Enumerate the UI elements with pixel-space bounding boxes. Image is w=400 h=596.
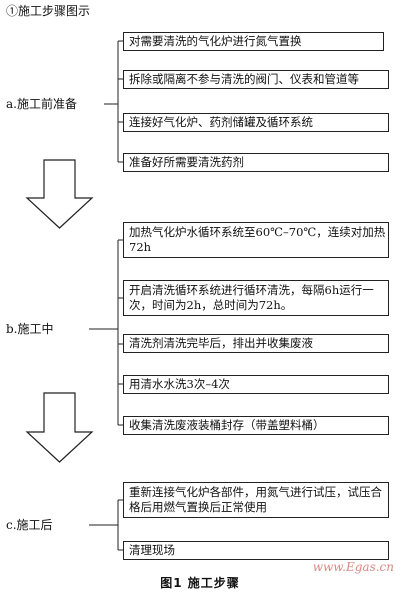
step-text: 对需要清洗的气化炉进行氮气置换 [129, 34, 302, 48]
step-text: 重新连接气化炉各部件，用氮气进行试压，试压合格后用燃气置换后正常使用 [129, 485, 382, 514]
step-text: 清洗剂清洗完毕后，排出并收集废液 [129, 336, 313, 350]
step-box: 拆除或隔离不参与清洗的阀门、仪表和管道等 [123, 70, 389, 89]
step-box: 开启清洗循环系统进行循环清洗，每隔6h运行一次，时间为2h，总时间为72h。 [123, 280, 389, 316]
phase-label-a: a.施工前准备 [6, 97, 77, 111]
step-box: 加热气化炉水循环系统至60℃–70℃，连续对加热72h [123, 222, 389, 258]
down-arrow-icon [25, 159, 94, 229]
step-box: 重新连接气化炉各部件，用氮气进行试压，试压合格后用燃气置换后正常使用 [123, 482, 389, 518]
figure-caption: 图1 施工步骤 [160, 576, 240, 590]
step-text: 加热气化炉水循环系统至60℃–70℃，连续对加热72h [129, 225, 386, 254]
watermark: www.Egas.cn [312, 560, 394, 574]
step-box: 对需要清洗的气化炉进行氮气置换 [123, 32, 384, 51]
step-box: 清洗剂清洗完毕后，排出并收集废液 [123, 334, 389, 353]
phase-label-c: c.施工后 [6, 518, 53, 532]
step-text: 连接好气化炉、药剂储罐及循环系统 [129, 115, 313, 129]
step-box: 收集清洗废液装桶封存（带盖塑料桶） [123, 416, 389, 435]
step-text: 清理现场 [129, 543, 175, 557]
step-text: 拆除或隔离不参与清洗的阀门、仪表和管道等 [129, 72, 359, 86]
diagram-title: ①施工步骤图示 [6, 4, 91, 18]
step-text: 准备好所需要清洗药剂 [129, 155, 244, 169]
step-box: 清理现场 [123, 541, 389, 560]
step-text: 用清水水洗3次–4次 [129, 377, 230, 391]
step-text: 收集清洗废液装桶封存（带盖塑料桶） [129, 418, 325, 432]
step-text: 开启清洗循环系统进行循环清洗，每隔6h运行一次，时间为2h，总时间为72h。 [129, 283, 374, 312]
phase-label-b: b.施工中 [6, 322, 54, 336]
step-box: 准备好所需要清洗药剂 [123, 153, 389, 172]
step-box: 连接好气化炉、药剂储罐及循环系统 [123, 113, 389, 132]
down-arrow-icon [25, 392, 94, 463]
step-box: 用清水水洗3次–4次 [123, 375, 389, 394]
